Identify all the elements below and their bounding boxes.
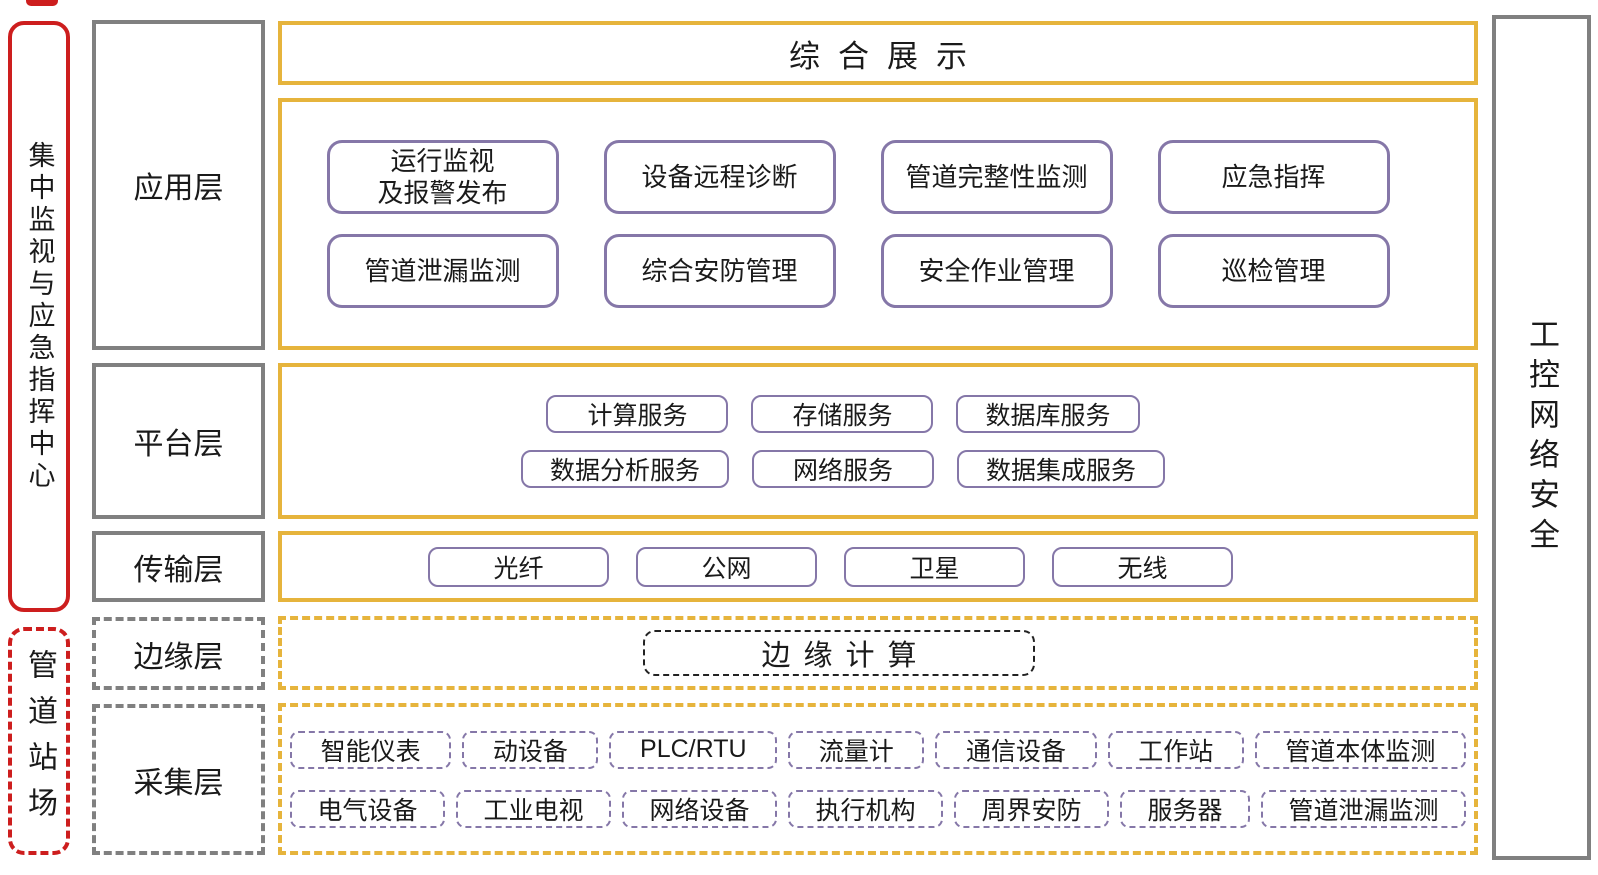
app-item-integrated-security-management: 综合安防管理 [603,234,836,308]
layer-label-application-text: 应用层 [133,172,224,205]
platform-item-data-analysis-service: 数据分析服务 [520,449,729,488]
collection-layer-container: 智能仪表 动设备 PLC/RTU 流量计 通信设备 工作站 管道本体监测 电气设… [278,703,1478,855]
app-item-operation-monitoring-alarm: 运行监视 及报警发布 [326,140,559,214]
banner-comprehensive-display-text: 综合展示 [789,38,985,74]
transport-layer-container: 光纤 公网 卫星 无线 [278,531,1478,602]
edge-layer-container: 边缘计算 [278,616,1478,690]
app-item-emergency-command: 应急指挥 [1157,140,1390,214]
collect-item-pipeline-body-monitoring: 管道本体监测 [1254,730,1467,769]
application-row-2: 管道泄漏监测 综合安防管理 安全作业管理 巡检管理 [282,234,1434,308]
collect-item-workstation: 工作站 [1107,730,1244,769]
transport-item-wireless: 无线 [1052,546,1233,587]
edge-computing-box: 边缘计算 [643,630,1035,676]
collection-row-2: 电气设备 工业电视 网络设备 执行机构 周界安防 服务器 管道泄漏监测 [290,789,1466,828]
banner-comprehensive-display: 综合展示 [278,21,1478,85]
app-item-inspection-management: 巡检管理 [1157,234,1390,308]
layer-label-edge: 边缘层 [92,617,265,690]
platform-rows: 计算服务 存储服务 数据库服务 数据分析服务 网络服务 数据集成服务 [282,367,1474,515]
app-item-safe-operation-management: 安全作业管理 [880,234,1113,308]
platform-item-database-service: 数据库服务 [956,394,1140,433]
collection-row-1: 智能仪表 动设备 PLC/RTU 流量计 通信设备 工作站 管道本体监测 [290,730,1467,769]
crop-artifact [26,0,58,6]
collect-item-communication-equipment: 通信设备 [935,730,1097,769]
platform-item-computing-service: 计算服务 [546,394,729,433]
collect-item-plc-rtu: PLC/RTU [609,730,778,769]
platform-item-storage-service: 存储服务 [751,394,934,433]
layer-label-platform: 平台层 [92,363,265,519]
platform-layer-container: 计算服务 存储服务 数据库服务 数据分析服务 网络服务 数据集成服务 [278,363,1478,519]
layer-label-platform-text: 平台层 [133,428,224,461]
group-monitoring-command-center: 集中监视与应急指挥中心 [8,21,70,612]
transport-item-optical-fiber: 光纤 [428,546,609,587]
platform-item-data-integration-service: 数据集成服务 [957,449,1166,488]
industrial-control-network-security-box: 工控网络安全 [1492,15,1591,860]
group-monitoring-command-center-label: 集中监视与应急指挥中心 [24,140,55,493]
platform-item-network-service: 网络服务 [752,449,934,488]
app-item-remote-equipment-diagnosis: 设备远程诊断 [603,140,836,214]
app-item-pipeline-integrity-monitoring: 管道完整性监测 [880,140,1113,214]
collect-item-industrial-tv: 工业电视 [456,789,611,828]
platform-row-2: 数据分析服务 网络服务 数据集成服务 [282,449,1404,488]
transport-row: 光纤 公网 卫星 无线 [282,535,1379,598]
layer-label-edge-text: 边缘层 [133,640,224,674]
group-pipeline-station-label: 管道站场 [23,649,56,833]
application-row-1: 运行监视 及报警发布 设备远程诊断 管道完整性监测 应急指挥 [282,140,1434,214]
collect-item-actuator: 执行机构 [788,789,943,828]
collect-item-smart-meter: 智能仪表 [290,730,452,769]
layer-label-transport-text: 传输层 [133,553,224,587]
layer-label-application: 应用层 [92,20,265,350]
layer-label-transport: 传输层 [92,531,265,602]
group-pipeline-station: 管道站场 [8,627,70,855]
collection-rows: 智能仪表 动设备 PLC/RTU 流量计 通信设备 工作站 管道本体监测 电气设… [282,707,1474,851]
transport-item-satellite: 卫星 [844,546,1025,587]
platform-row-1: 计算服务 存储服务 数据库服务 [282,394,1404,433]
layer-label-collection: 采集层 [92,704,265,855]
collect-item-rotating-equipment: 动设备 [462,730,599,769]
layer-label-collection-text: 采集层 [133,766,224,800]
transport-item-public-network: 公网 [636,546,817,587]
collect-item-pipeline-leak-monitoring: 管道泄漏监测 [1261,789,1466,828]
collect-item-flow-meter: 流量计 [788,730,925,769]
collect-item-perimeter-security: 周界安防 [954,789,1109,828]
collect-item-electrical-equipment: 电气设备 [290,789,445,828]
collect-item-server: 服务器 [1120,789,1250,828]
app-item-pipeline-leak-monitoring: 管道泄漏监测 [326,234,559,308]
industrial-control-network-security-label: 工控网络安全 [1524,317,1559,558]
application-layer-container: 运行监视 及报警发布 设备远程诊断 管道完整性监测 应急指挥 管道泄漏监测 综合… [278,98,1478,350]
application-rows: 运行监视 及报警发布 设备远程诊断 管道完整性监测 应急指挥 管道泄漏监测 综合… [282,102,1474,346]
collect-item-network-equipment: 网络设备 [622,789,777,828]
